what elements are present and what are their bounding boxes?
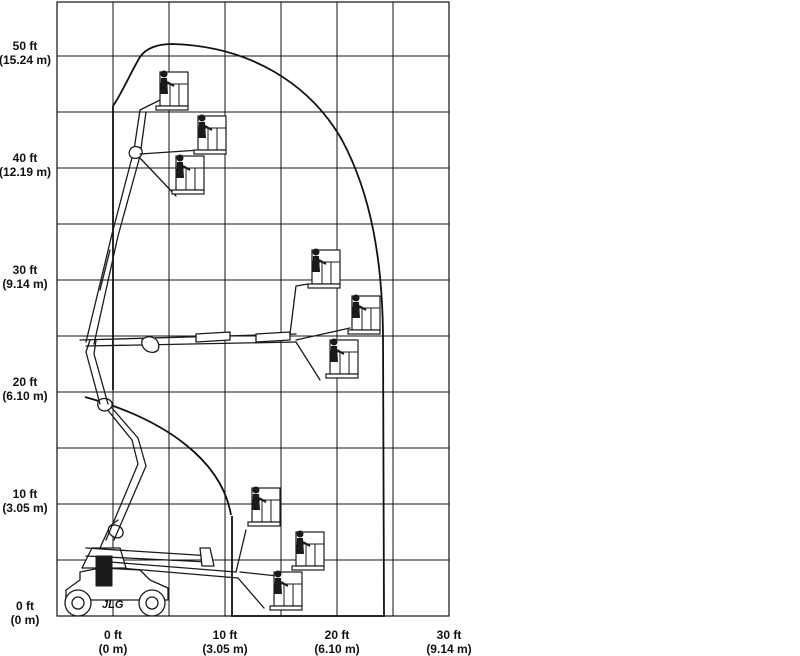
y-tick-label: 40 ft(12.19 m)	[0, 151, 51, 179]
y-tick-label-ft: 20 ft	[13, 375, 38, 389]
main-boom-horizontal	[79, 283, 351, 381]
y-tick-label-ft: 50 ft	[13, 39, 38, 53]
lower-boom	[85, 519, 297, 609]
y-tick-label-m: (15.24 m)	[0, 53, 51, 67]
x-tick-label: 30 ft(9.14 m)	[426, 628, 471, 656]
platform-basket	[307, 248, 341, 289]
y-tick-label: 30 ft(9.14 m)	[2, 263, 47, 291]
platforms	[155, 70, 381, 611]
platform-basket	[347, 294, 381, 335]
platform-basket	[193, 114, 227, 155]
x-axis-labels: 0 ft(0 m) 10 ft(3.05 m) 20 ft(6.10 m) 30 ft…	[99, 628, 472, 656]
platform-basket	[247, 486, 281, 527]
x-tick-label: 20 ft(6.10 m)	[314, 628, 359, 656]
x-tick-label-ft: 20 ft	[325, 628, 350, 642]
platform-basket	[171, 154, 205, 195]
x-tick-label-ft: 30 ft	[437, 628, 462, 642]
x-tick-label-m: (0 m)	[99, 642, 128, 656]
y-tick-label-ft: 0 ft	[16, 599, 34, 613]
y-axis-labels: 0 ft(0 m) 10 ft(3.05 m) 20 ft(6.10 m) 30 ft…	[0, 39, 51, 627]
x-tick-label-ft: 10 ft	[213, 628, 238, 642]
y-tick-label: 10 ft(3.05 m)	[2, 487, 47, 515]
y-tick-label: 20 ft(6.10 m)	[2, 375, 47, 403]
inner-envelope-curve	[84, 396, 232, 516]
platform-basket	[325, 338, 359, 379]
y-tick-label: 0 ft(0 m)	[11, 599, 40, 627]
x-tick-label: 10 ft(3.05 m)	[202, 628, 247, 656]
y-tick-label-ft: 40 ft	[13, 151, 38, 165]
platform-basket	[291, 530, 325, 571]
y-tick-label-m: (9.14 m)	[2, 277, 47, 291]
x-tick-label-m: (3.05 m)	[202, 642, 247, 656]
y-tick-label: 50 ft(15.24 m)	[0, 39, 51, 67]
platform-basket	[269, 570, 303, 611]
brand-logo: JLG	[102, 599, 124, 611]
riser-tower	[85, 339, 147, 541]
x-tick-label: 0 ft(0 m)	[99, 628, 128, 656]
y-tick-label-m: (3.05 m)	[2, 501, 47, 515]
y-tick-label-ft: 10 ft	[13, 487, 38, 501]
x-tick-label-m: (6.10 m)	[314, 642, 359, 656]
y-tick-label-m: (6.10 m)	[2, 389, 47, 403]
working-envelope	[84, 43, 385, 617]
y-tick-label-m: (0 m)	[11, 613, 40, 627]
lift-illustration: JLG	[64, 70, 381, 617]
outer-envelope-curve	[112, 43, 385, 617]
platform-basket	[155, 70, 189, 111]
main-boom-raised	[85, 99, 201, 345]
x-tick-label-m: (9.14 m)	[426, 642, 471, 656]
y-tick-label-ft: 30 ft	[13, 263, 38, 277]
chassis: JLG	[64, 547, 169, 617]
y-tick-label-m: (12.19 m)	[0, 165, 51, 179]
x-tick-label-ft: 0 ft	[104, 628, 122, 642]
